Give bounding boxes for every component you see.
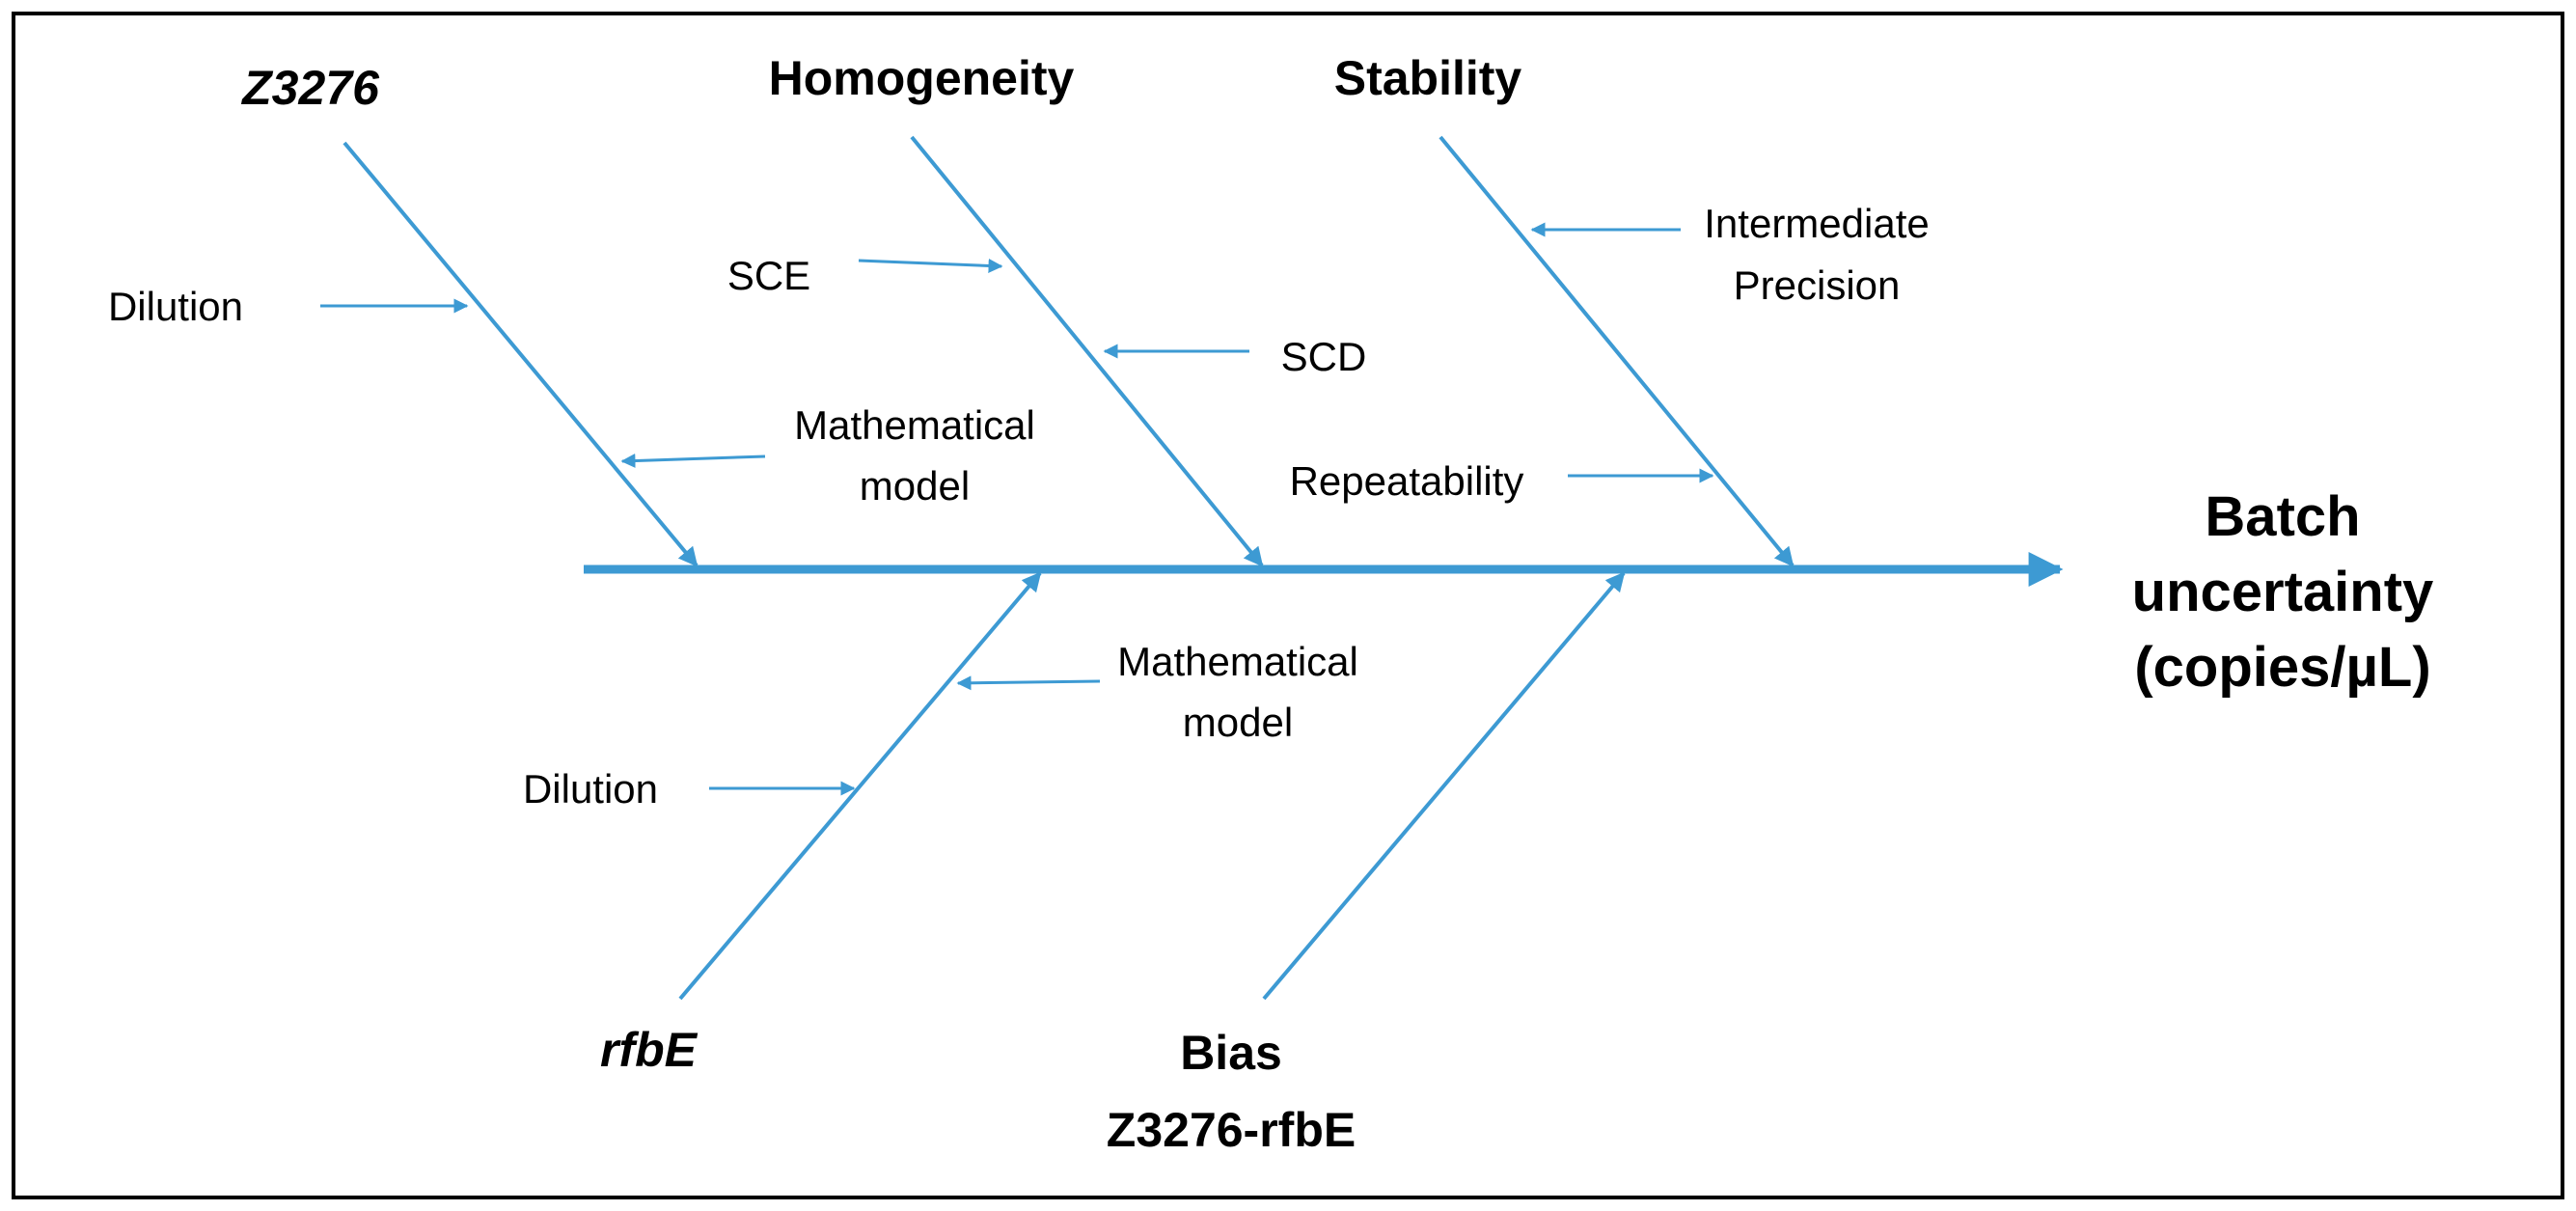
bone-homogeneity: [910, 135, 1264, 567]
bone-rfbe: [678, 571, 1042, 1001]
effect-line1: Batch: [2205, 485, 2360, 548]
bone-z3276: [343, 141, 699, 567]
cause-rfbe-dilution: Dilution: [523, 766, 658, 812]
cause-z3276-model-line1: Mathematical: [794, 402, 1035, 448]
diagram-frame: [12, 12, 2564, 1199]
cause-rfbe-model-line1: Mathematical: [1117, 639, 1358, 684]
cause-stability-ip-line2: Precision: [1734, 262, 1901, 308]
category-rfbe: rfbE: [600, 1023, 699, 1077]
arrow-rfbe-model: [956, 675, 1101, 691]
bone-bias: [1262, 571, 1626, 1001]
bone-stability: [1439, 135, 1795, 567]
category-homogeneity: Homogeneity: [769, 51, 1075, 105]
cause-stability-ip-line1: Intermediate: [1704, 201, 1929, 246]
cause-stability-repeatability: Repeatability: [1290, 458, 1524, 504]
effect-line3: (copies/µL): [2134, 636, 2430, 699]
cause-z3276-dilution: Dilution: [108, 284, 243, 329]
cause-homogeneity-scd: SCD: [1281, 334, 1367, 379]
cause-homogeneity-sce: SCE: [727, 253, 810, 298]
category-bias-line1: Bias: [1180, 1026, 1282, 1080]
category-z3276: Z3276: [240, 61, 380, 115]
effect-line2: uncertainty: [2132, 561, 2434, 623]
cause-rfbe-model-line2: model: [1183, 700, 1293, 745]
cause-z3276-model-line2: model: [860, 463, 970, 509]
arrow-homogeneity-sce: [858, 258, 1003, 273]
category-stability: Stability: [1334, 51, 1522, 105]
category-bias-line2: Z3276-rfbE: [1107, 1103, 1356, 1157]
arrow-z3276-model: [620, 454, 766, 469]
